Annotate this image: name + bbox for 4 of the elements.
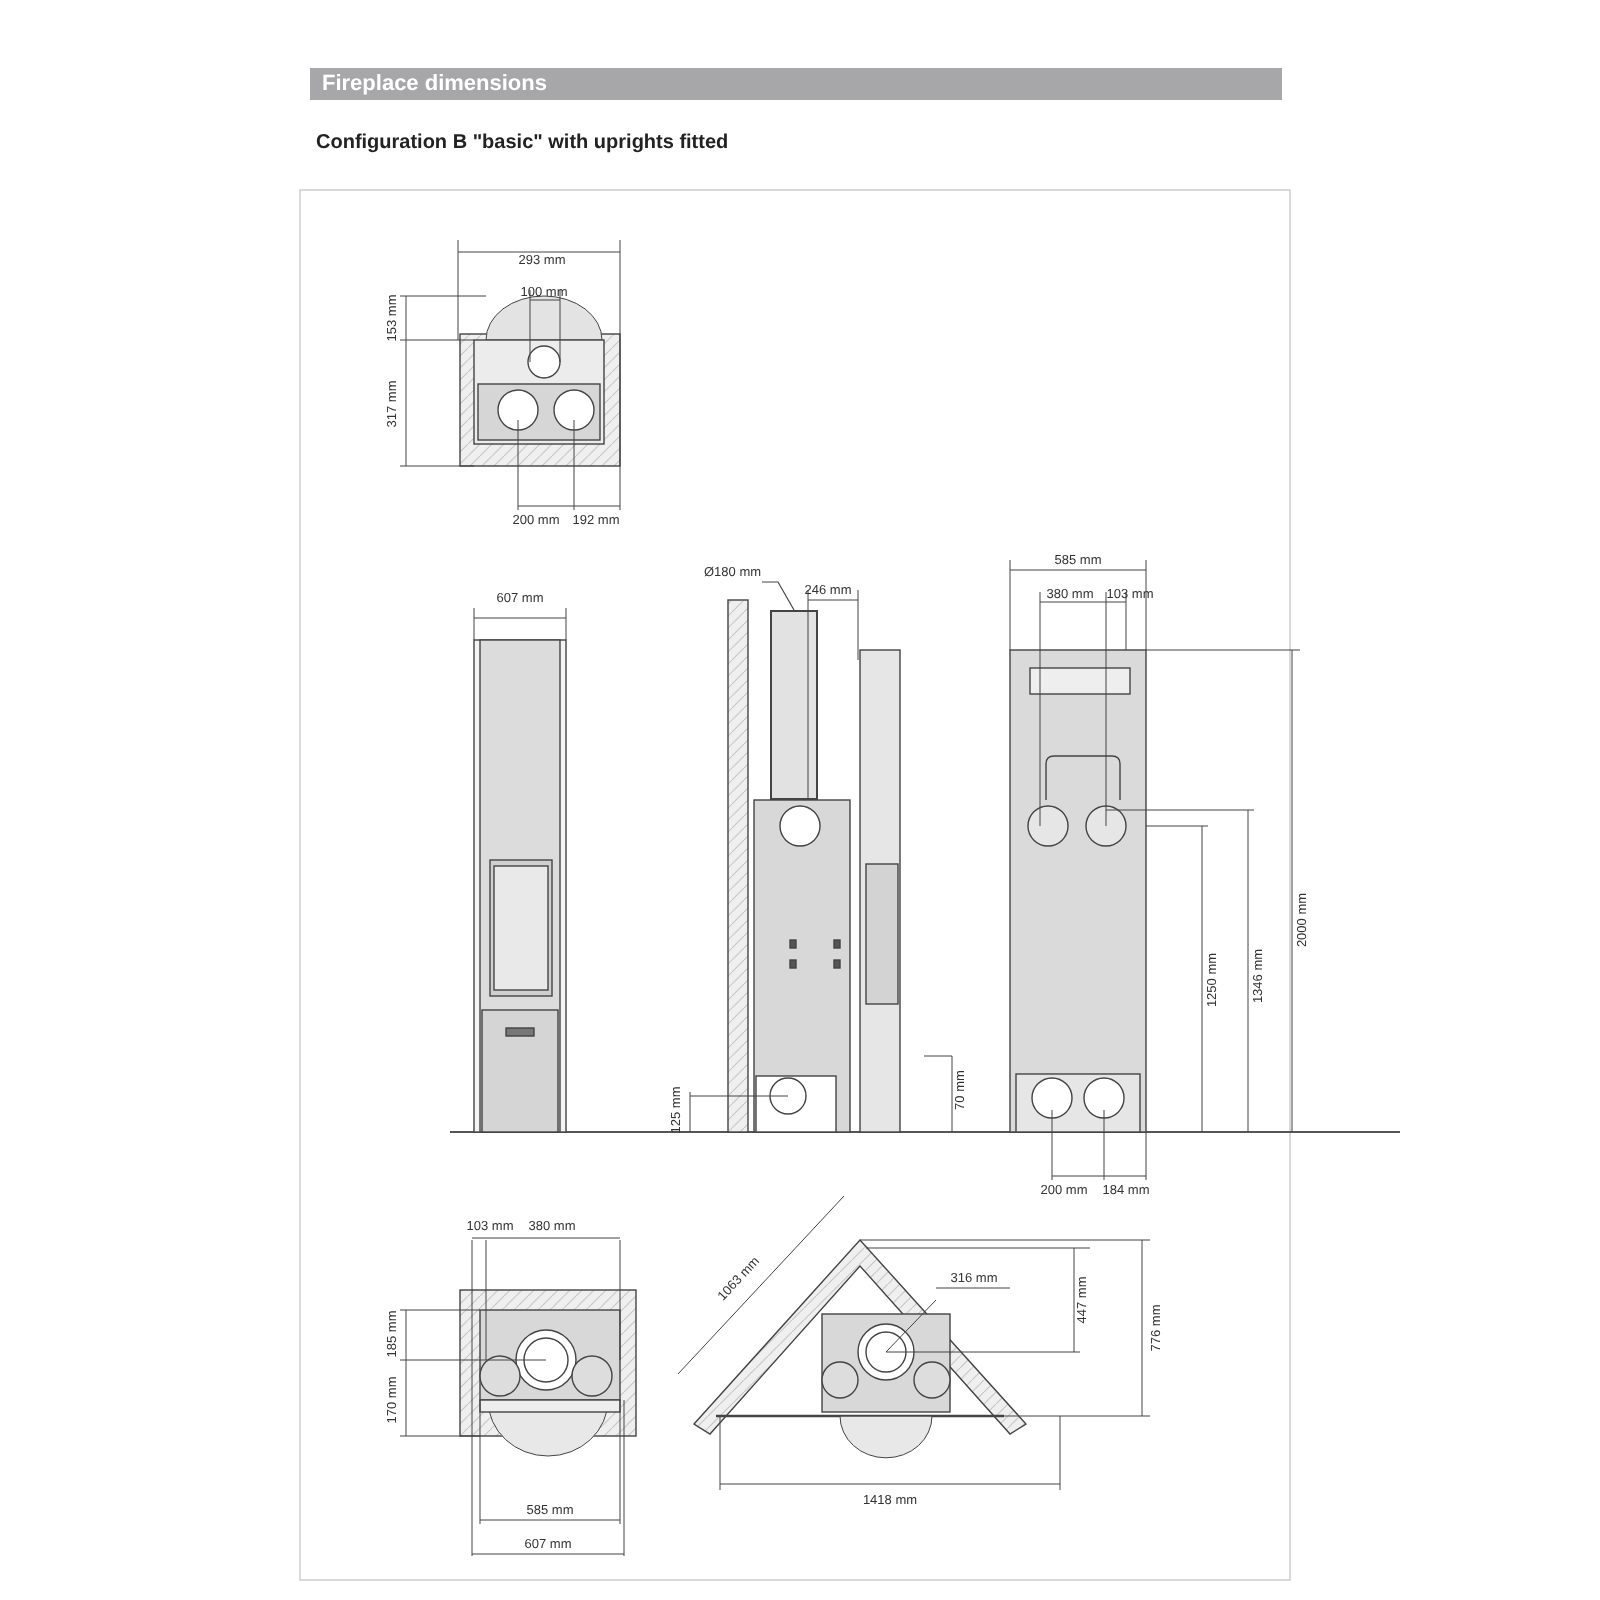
- flue-pipe: [770, 610, 818, 800]
- subheading: Configuration B "basic" with uprights fitted: [316, 132, 729, 154]
- leader-line: [761, 581, 795, 611]
- section-heading: Fireplace dimensions: [310, 68, 1282, 100]
